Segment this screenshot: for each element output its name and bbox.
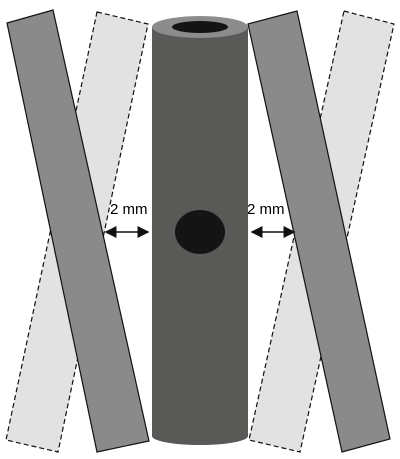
left-medium-plate [6,9,150,453]
tube-side-hole [175,210,225,254]
tube-top-hole [172,21,228,33]
left-gap-label: 2 mm [110,201,148,218]
tube-bottom [152,427,248,445]
central-tube [152,16,248,445]
right-medium-plate [247,10,391,453]
right-gap-label: 2 mm [247,201,285,218]
